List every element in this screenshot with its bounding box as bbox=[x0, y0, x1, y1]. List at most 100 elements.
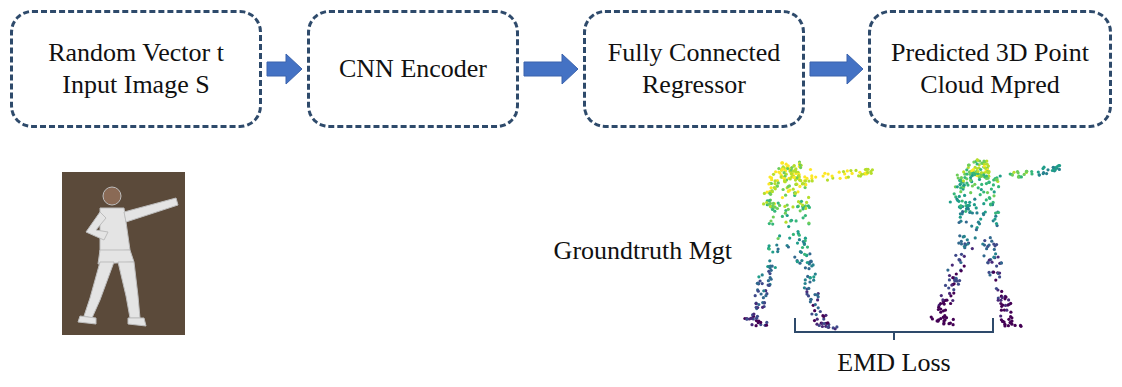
cloud-point bbox=[958, 234, 961, 237]
cloud-point bbox=[799, 166, 802, 169]
cloud-point bbox=[767, 182, 770, 185]
cloud-point bbox=[1046, 168, 1049, 171]
cloud-point bbox=[803, 253, 806, 256]
cloud-point bbox=[804, 183, 807, 186]
cloud-point bbox=[957, 200, 960, 203]
box-text: Random Vector t bbox=[48, 37, 224, 70]
cloud-point bbox=[975, 228, 978, 231]
cloud-point bbox=[756, 315, 759, 318]
cloud-point bbox=[988, 196, 991, 199]
cloud-point bbox=[771, 189, 774, 192]
cloud-point bbox=[757, 303, 760, 306]
cloud-point bbox=[777, 237, 780, 240]
cloud-point bbox=[804, 278, 807, 281]
cloud-point bbox=[959, 205, 962, 208]
cloud-point bbox=[959, 269, 962, 272]
cloud-point bbox=[787, 225, 790, 228]
cloud-point bbox=[768, 244, 771, 247]
cloud-point bbox=[777, 181, 780, 184]
cloud-point bbox=[943, 303, 946, 306]
cloud-point bbox=[866, 172, 869, 175]
cloud-point bbox=[763, 301, 766, 304]
cloud-point bbox=[1045, 172, 1048, 175]
cloud-point bbox=[761, 282, 764, 285]
cloud-point bbox=[1019, 324, 1022, 327]
cloud-point bbox=[1009, 302, 1012, 305]
cloud-point bbox=[782, 188, 785, 191]
cloud-point bbox=[800, 200, 803, 203]
cloud-point bbox=[960, 269, 963, 272]
cloud-point bbox=[1007, 298, 1010, 301]
cloud-point bbox=[809, 298, 812, 301]
cloud-point bbox=[996, 178, 999, 181]
cloud-point bbox=[770, 178, 773, 181]
cloud-point bbox=[814, 303, 817, 306]
cloud-point bbox=[804, 179, 807, 182]
cloud-point bbox=[999, 314, 1002, 317]
cloud-point bbox=[978, 178, 981, 181]
cloud-point bbox=[964, 201, 967, 204]
cloud-point bbox=[949, 294, 952, 297]
cloud-point bbox=[786, 167, 789, 170]
cloud-point bbox=[968, 163, 971, 166]
cloud-point bbox=[963, 255, 966, 258]
cloud-point bbox=[773, 182, 776, 185]
cloud-point bbox=[777, 170, 780, 173]
cloud-point bbox=[801, 204, 804, 207]
cloud-point bbox=[816, 298, 819, 301]
cloud-point bbox=[794, 183, 797, 186]
cloud-point bbox=[792, 176, 795, 179]
cloud-point bbox=[994, 212, 997, 215]
cloud-point bbox=[792, 188, 795, 191]
cloud-point bbox=[990, 188, 993, 191]
cloud-point bbox=[787, 164, 790, 167]
cloud-point bbox=[948, 274, 951, 277]
cloud-point bbox=[960, 253, 963, 256]
cloud-point bbox=[958, 183, 961, 186]
cloud-point bbox=[794, 179, 797, 182]
cloud-point bbox=[776, 250, 779, 253]
cloud-point bbox=[949, 200, 952, 203]
cloud-point bbox=[745, 318, 748, 321]
cloud-point bbox=[992, 256, 995, 259]
cloud-point bbox=[787, 185, 790, 188]
cloud-point bbox=[814, 176, 817, 179]
cloud-point bbox=[985, 198, 988, 201]
cloud-point bbox=[997, 185, 1000, 188]
cloud-point bbox=[801, 182, 804, 185]
cloud-point bbox=[967, 164, 970, 167]
cloud-point bbox=[794, 191, 797, 194]
cloud-point bbox=[796, 230, 799, 233]
cloud-point bbox=[807, 222, 810, 225]
cloud-point bbox=[813, 309, 816, 312]
cloud-point bbox=[954, 254, 957, 257]
cloud-point bbox=[750, 323, 753, 326]
cloud-point bbox=[793, 164, 796, 167]
cloud-point bbox=[987, 171, 990, 174]
cloud-point bbox=[939, 302, 942, 305]
cloud-point bbox=[948, 278, 951, 281]
cloud-point bbox=[982, 190, 985, 193]
cloud-point bbox=[949, 302, 952, 305]
cloud-point bbox=[991, 271, 994, 274]
cloud-point bbox=[963, 265, 966, 268]
cloud-point bbox=[937, 320, 940, 323]
cloud-point bbox=[993, 190, 996, 193]
cloud-point bbox=[987, 261, 990, 264]
cloud-point bbox=[796, 259, 799, 262]
cloud-point bbox=[988, 181, 991, 184]
cloud-point bbox=[970, 225, 973, 228]
cloud-point bbox=[965, 220, 968, 223]
cloud-point bbox=[973, 203, 976, 206]
cloud-point bbox=[952, 292, 955, 295]
cloud-point bbox=[988, 273, 991, 276]
cloud-point bbox=[768, 259, 771, 262]
cloud-point bbox=[791, 205, 794, 208]
cloud-point bbox=[964, 243, 967, 246]
cloud-point bbox=[794, 169, 797, 172]
cloud-point bbox=[807, 196, 810, 199]
cloud-point bbox=[977, 186, 980, 189]
cloud-point bbox=[768, 265, 771, 268]
cloud-point bbox=[976, 159, 979, 162]
cloud-point bbox=[813, 293, 816, 296]
